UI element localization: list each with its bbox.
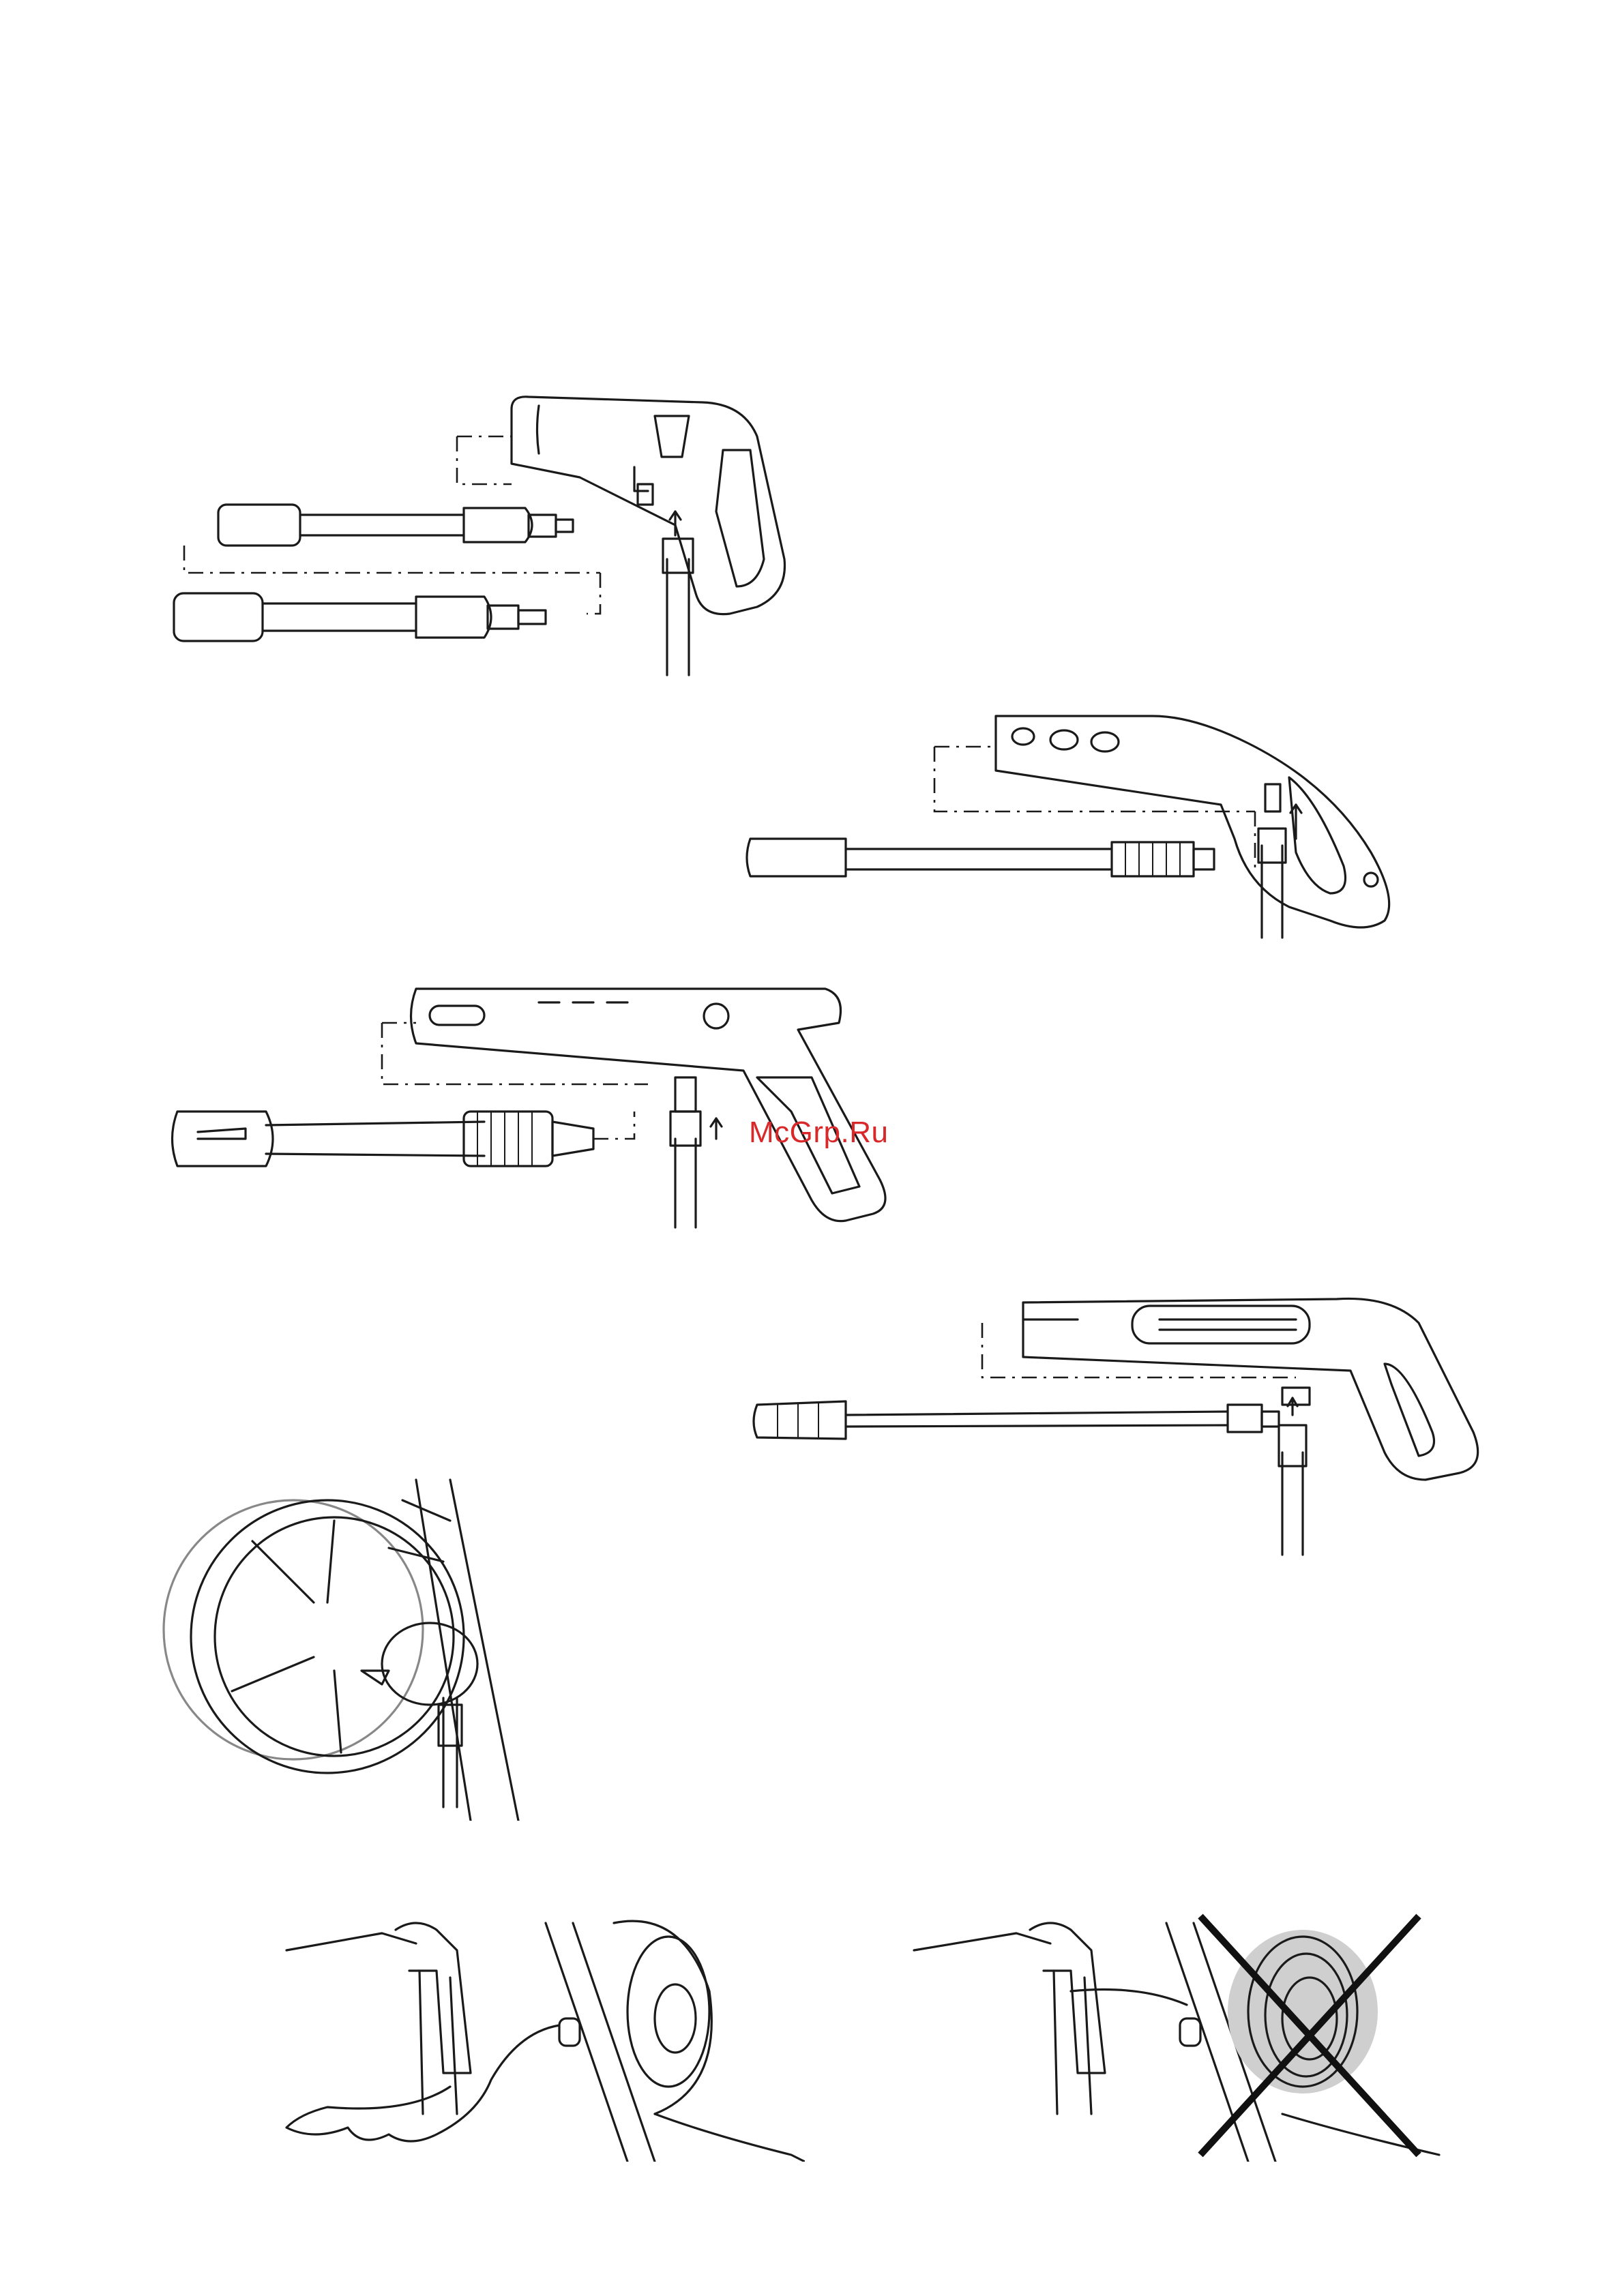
figure-hose-unwound-correct: [273, 1909, 805, 2162]
figure-hose-reel-connection: [157, 1466, 539, 1821]
watermark-text: McGrp.Ru: [749, 1116, 888, 1150]
figure-gun-type-3: [157, 975, 921, 1234]
figure-gun-type-2: [730, 702, 1521, 955]
figure-hose-wound-incorrect: [900, 1909, 1446, 2162]
figure-gun-type-4: [737, 1282, 1521, 1562]
figure-gun-type-1: [157, 389, 900, 682]
